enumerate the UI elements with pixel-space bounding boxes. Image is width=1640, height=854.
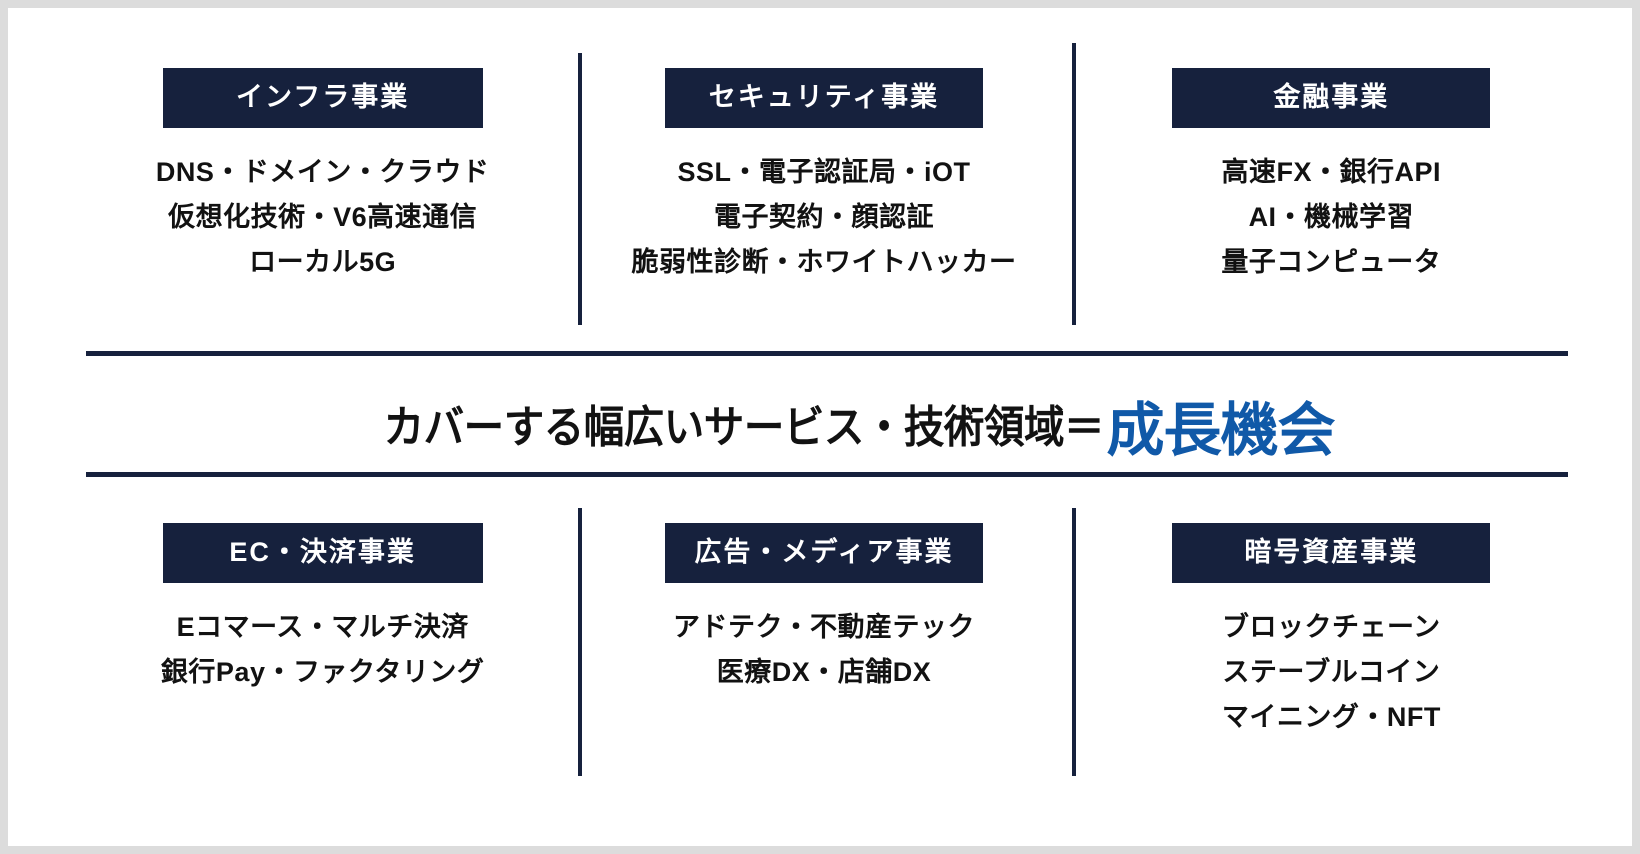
business-card-title-security: セキュリティ事業: [664, 68, 983, 128]
list-item: ブロックチェーン: [1221, 612, 1441, 642]
list-item: 脆弱性診断・ホワイトハッカー: [631, 247, 1017, 278]
list-item: 電子契約・顔認証: [713, 202, 934, 233]
list-item: Eコマース・マルチ決済: [176, 612, 469, 642]
list-item: 仮想化技術・V6高速通信: [168, 202, 478, 233]
business-card-title-ad-media: 広告・メディア事業: [664, 523, 983, 583]
horizontal-rule-top: [86, 351, 1568, 356]
business-card-infra: インフラ事業 DNS・ドメイン・クラウド 仮想化技術・V6高速通信 ローカル5G: [86, 68, 577, 328]
vertical-divider: [578, 508, 582, 776]
vertical-divider: [1072, 43, 1076, 325]
list-item: ステーブルコイン: [1222, 657, 1441, 688]
business-card-items-ad-media: アドテク・不動産テック 医療DX・店舗DX: [673, 605, 975, 695]
business-card-title-ec-payment: EC・決済事業: [162, 523, 483, 583]
business-card-items-security: SSL・電子認証局・iOT 電子契約・顔認証 脆弱性診断・ホワイトハッカー: [631, 150, 1016, 285]
vertical-divider: [578, 53, 582, 325]
list-item: 医療DX・店舗DX: [716, 657, 932, 688]
headline-banner: カバーする幅広いサービス・技術領域＝ 成長機会: [8, 378, 1640, 468]
list-item: 量子コンピュータ: [1221, 247, 1442, 278]
list-item: ローカル5G: [249, 247, 397, 278]
business-card-title-crypto: 暗号資産事業: [1172, 523, 1491, 583]
list-item: アドテク・不動産テック: [673, 612, 975, 642]
horizontal-rule-bottom: [86, 472, 1568, 477]
list-item: 銀行Pay・ファクタリング: [160, 657, 485, 688]
bottom-business-row: EC・決済事業 Eコマース・マルチ決済 銀行Pay・ファクタリング 広告・メディ…: [86, 523, 1568, 773]
business-card-security: セキュリティ事業 SSL・電子認証局・iOT 電子契約・顔認証 脆弱性診断・ホワ…: [577, 68, 1070, 328]
top-business-row: インフラ事業 DNS・ドメイン・クラウド 仮想化技術・V6高速通信 ローカル5G…: [86, 68, 1568, 328]
list-item: AI・機械学習: [1248, 202, 1415, 233]
business-card-ad-media: 広告・メディア事業 アドテク・不動産テック 医療DX・店舗DX: [577, 523, 1070, 773]
list-item: DNS・ドメイン・クラウド: [155, 157, 490, 187]
business-card-items-crypto: ブロックチェーン ステーブルコイン マイニング・NFT: [1222, 605, 1441, 740]
headline-accent-text: 成長機会: [1106, 398, 1335, 463]
list-item: 高速FX・銀行API: [1221, 157, 1442, 187]
vertical-divider: [1072, 508, 1076, 776]
business-card-items-infra: DNS・ドメイン・クラウド 仮想化技術・V6高速通信 ローカル5G: [156, 150, 490, 285]
business-card-items-ec-payment: Eコマース・マルチ決済 銀行Pay・ファクタリング: [161, 605, 484, 695]
business-card-items-finance: 高速FX・銀行API AI・機械学習 量子コンピュータ: [1221, 150, 1441, 285]
headline-main-text: カバーする幅広いサービス・技術領域＝: [384, 403, 1105, 452]
business-card-ec-payment: EC・決済事業 Eコマース・マルチ決済 銀行Pay・ファクタリング: [86, 523, 577, 773]
business-card-finance: 金融事業 高速FX・銀行API AI・機械学習 量子コンピュータ: [1071, 68, 1568, 328]
list-item: マイニング・NFT: [1221, 702, 1441, 733]
business-card-crypto: 暗号資産事業 ブロックチェーン ステーブルコイン マイニング・NFT: [1071, 523, 1568, 773]
list-item: SSL・電子認証局・iOT: [677, 157, 971, 187]
business-card-title-finance: 金融事業: [1172, 68, 1491, 128]
business-card-title-infra: インフラ事業: [162, 68, 483, 128]
